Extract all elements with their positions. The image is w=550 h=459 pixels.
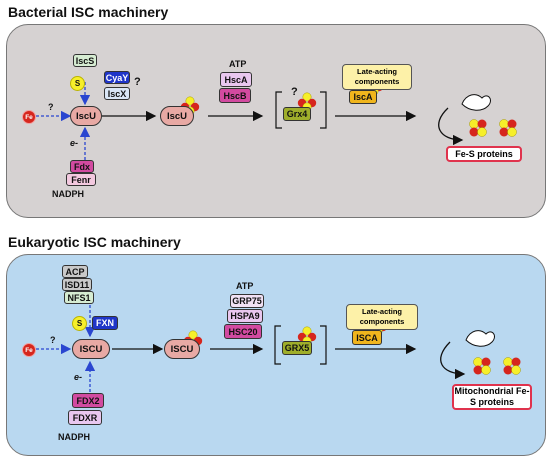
- bacterial-iscu-holo-pill: IscU: [160, 106, 194, 126]
- bacterial-fe-question: ?: [48, 102, 54, 112]
- bacterial-cyay-question: ?: [134, 76, 141, 88]
- eukaryotic-iscu-pill: ISCU: [72, 339, 110, 359]
- eukaryotic-fe-icon: Fe: [22, 343, 36, 357]
- eukaryotic-late-components-box: Late-acting components: [346, 304, 418, 330]
- bacterial-fenr-box: Fenr: [66, 173, 96, 186]
- eukaryotic-sulfur-icon: S: [72, 316, 87, 331]
- bacterial-hscb-box: HscB: [219, 88, 251, 103]
- eukaryotic-fes-cluster-a: [473, 357, 491, 375]
- bacterial-atp-label: ATP: [229, 59, 247, 69]
- eukaryotic-fes-cluster-b: [503, 357, 521, 375]
- bacterial-fe-icon: Fe: [22, 110, 36, 124]
- eukaryotic-electron-label: e-: [74, 372, 83, 382]
- eukaryotic-fdxr-box: FDXR: [68, 410, 102, 425]
- eukaryotic-hsc20-box: HSC20: [224, 324, 262, 339]
- eukaryotic-acp-box: ACP: [62, 265, 88, 278]
- bacterial-iscx-box: IscX: [104, 87, 130, 100]
- bacterial-late-components-box: Late-acting components: [342, 64, 412, 90]
- eukaryotic-isca-box: ISCA: [352, 330, 382, 345]
- bacterial-fes-cluster-a: [469, 119, 487, 137]
- bacterial-grx4-box: Grx4: [283, 107, 311, 121]
- eukaryotic-fe-question: ?: [50, 335, 56, 345]
- bacterial-iscs-box: IscS: [73, 54, 97, 67]
- eukaryotic-fdx2-box: FDX2: [72, 393, 104, 408]
- eukaryotic-arrows: [36, 305, 466, 392]
- bacterial-fdx-box: Fdx: [70, 160, 94, 173]
- bacterial-grx4-question: ?: [291, 86, 298, 98]
- bacterial-isca-box: IscA: [349, 90, 377, 104]
- eukaryotic-grx5-box: GRX5: [282, 341, 312, 355]
- eukaryotic-title: Eukaryotic ISC machinery: [8, 234, 181, 250]
- eukaryotic-fes-proteins-box: Mitochondrial Fe-S proteins: [452, 384, 532, 410]
- eukaryotic-nadph-label: NADPH: [58, 432, 91, 442]
- eukaryotic-isd11-box: ISD11: [62, 278, 92, 291]
- bacterial-hsca-box: HscA: [220, 72, 252, 87]
- eukaryotic-grp75-box: GRP75: [230, 294, 264, 308]
- eukaryotic-nfs1-box: NFS1: [64, 291, 94, 304]
- bacterial-cyay-box: CyaY: [104, 71, 130, 84]
- eukaryotic-atp-label: ATP: [236, 281, 254, 291]
- bacterial-fes-proteins-box: Fe-S proteins: [446, 146, 522, 162]
- eukaryotic-iscu-holo-pill: ISCU: [164, 339, 200, 359]
- eukaryotic-fxn-box: FXN: [92, 316, 118, 330]
- bacterial-fes-cluster-b: [499, 119, 517, 137]
- bacterial-sulfur-icon: S: [70, 76, 85, 91]
- eukaryotic-hspa9-box: HSPA9: [227, 309, 263, 323]
- bacterial-title: Bacterial ISC machinery: [8, 4, 169, 20]
- bacterial-iscu-pill: IscU: [70, 106, 102, 126]
- bacterial-nadph-label: NADPH: [52, 189, 85, 199]
- bacterial-arrows: [36, 82, 464, 160]
- bacterial-electron-label: e-: [70, 138, 79, 148]
